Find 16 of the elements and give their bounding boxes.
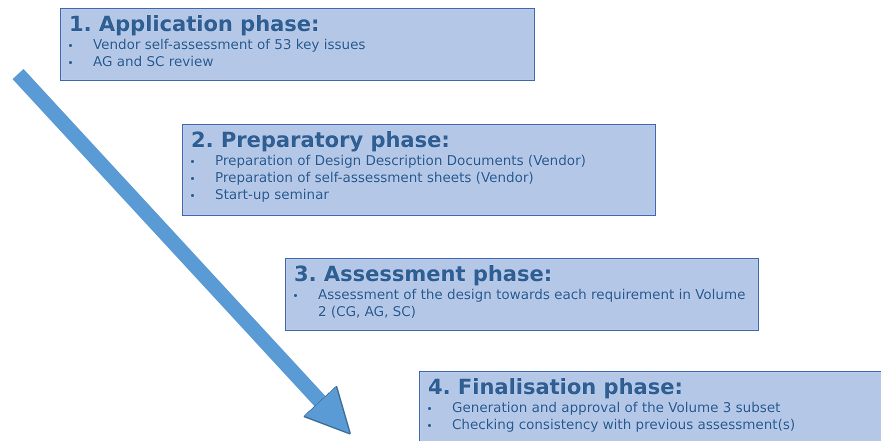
phase-box	[285, 258, 759, 331]
bullet-text: Assessment of the design towards each requirement in Volume 2 (CG, AG, SC)	[318, 287, 746, 320]
bullet-text: Generation and approval of the Volume 3 subset	[452, 400, 780, 416]
phase-heading: 4. Finalisation phase:	[428, 375, 684, 400]
bullet-text: Preparation of Design Description Documents (Vendor)	[215, 153, 586, 169]
phase-box	[419, 371, 881, 441]
phase-heading: 2. Preparatory phase:	[191, 128, 451, 153]
bullet-text: Checking consistency with previous assessment(s)	[452, 417, 796, 433]
bullet-text: Vendor self-assessment of 53 key issues	[93, 37, 366, 53]
bullet-text: Preparation of self-assessment sheets (Vendor)	[215, 170, 534, 186]
bullet-text: Start-up seminar	[215, 187, 329, 203]
bullet-text: AG and SC review	[93, 54, 214, 70]
phase-heading: 3. Assessment phase:	[294, 262, 554, 287]
phase-box	[60, 8, 535, 81]
phase-box	[182, 124, 656, 216]
phase-heading: 1. Application phase:	[69, 12, 320, 37]
